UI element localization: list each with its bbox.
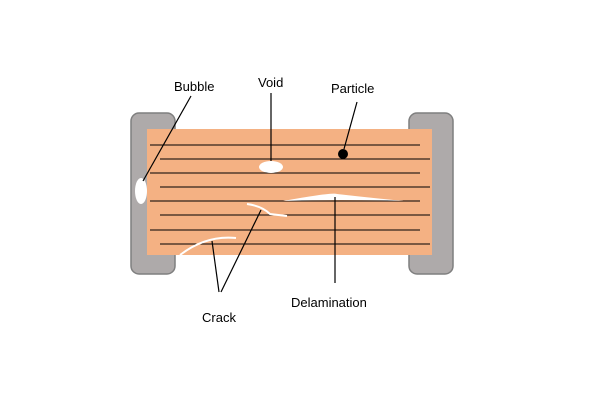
particle-defect xyxy=(338,149,348,159)
crack-label: Crack xyxy=(202,310,236,325)
particle-label: Particle xyxy=(331,81,374,96)
bubble-label: Bubble xyxy=(174,79,214,94)
internal-electrodes xyxy=(150,144,430,245)
void-defect xyxy=(259,161,283,173)
crack-leader-line-left xyxy=(211,240,220,293)
bubble-defect xyxy=(135,178,147,204)
leader-lines xyxy=(142,93,358,293)
bubble-leader-line xyxy=(142,95,192,182)
delamination-defect xyxy=(283,193,404,201)
void-label: Void xyxy=(258,75,283,90)
delamination-label: Delamination xyxy=(291,295,367,310)
crack-defect-lower xyxy=(179,236,237,256)
ceramic-body xyxy=(147,129,432,255)
crack-defect-upper xyxy=(246,203,288,217)
particle-leader-line xyxy=(343,101,358,150)
crack-leader-line-right xyxy=(220,209,262,293)
